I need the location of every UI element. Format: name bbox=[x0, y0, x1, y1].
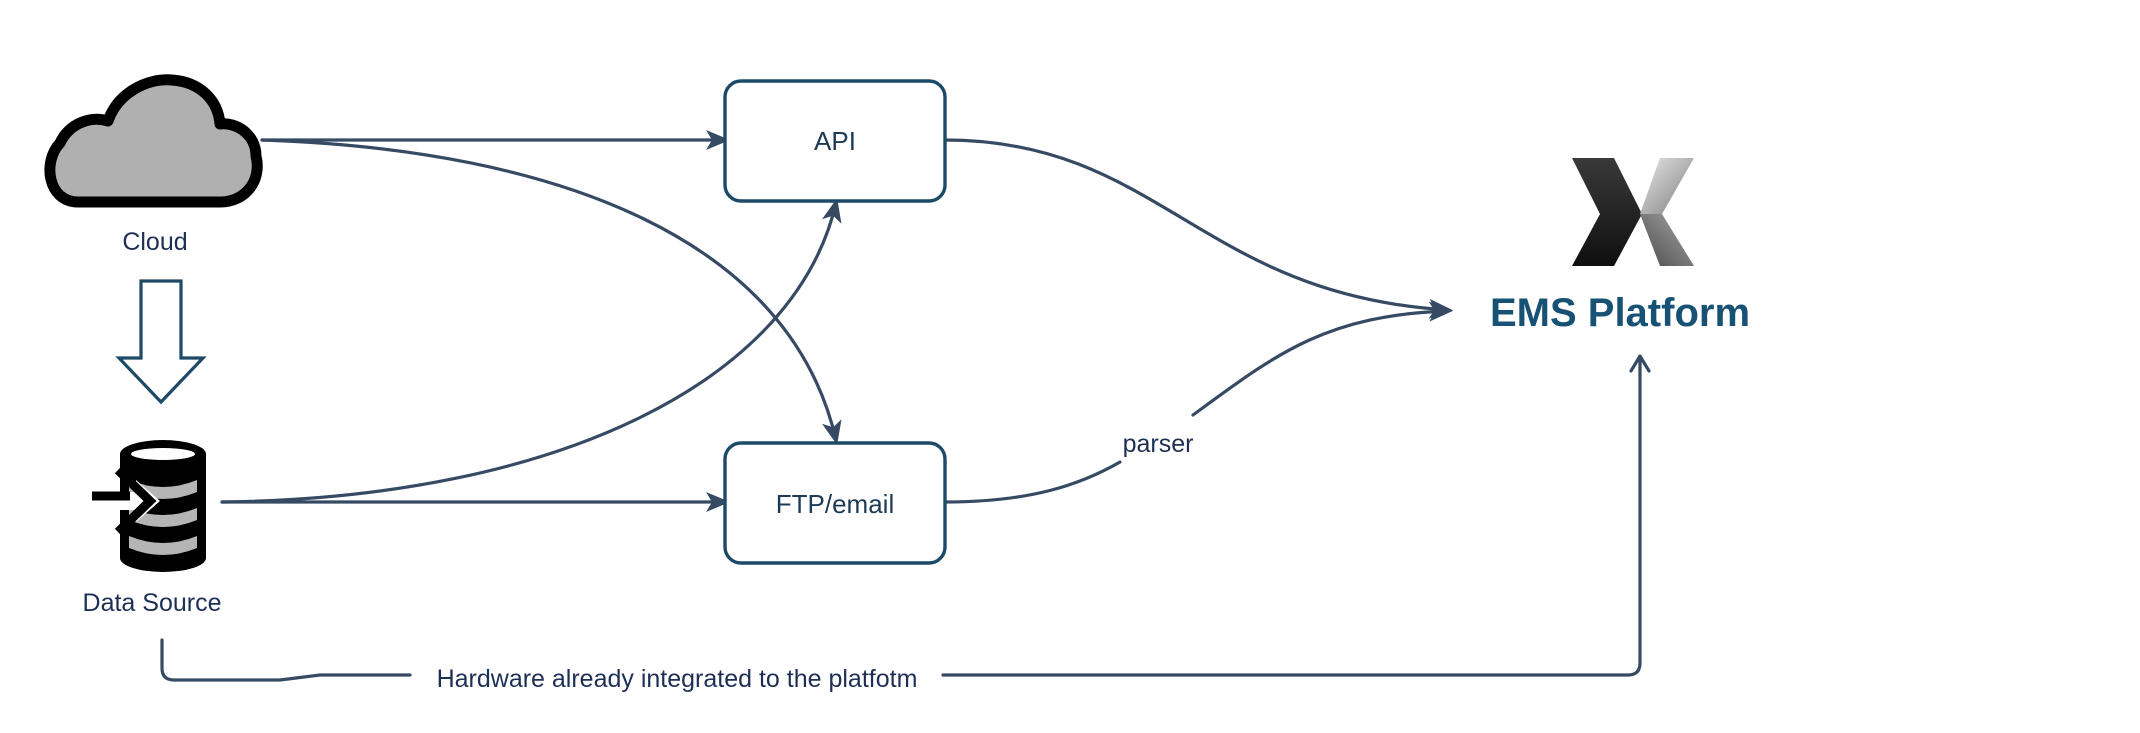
edge-datasource-to-ems-right bbox=[941, 354, 1651, 677]
ftp-email-node[interactable]: FTP/email bbox=[723, 441, 947, 565]
parser-label: parser bbox=[1123, 430, 1194, 458]
edge-ftp-to-ems bbox=[943, 460, 1122, 504]
cloud-icon bbox=[44, 74, 263, 208]
ems-platform-node[interactable]: EMS Platform bbox=[1490, 158, 1750, 335]
edge-ftp-to-ems-upper bbox=[1191, 301, 1453, 417]
edge-datasource-to-api bbox=[220, 198, 842, 504]
ftp-email-label: FTP/email bbox=[776, 489, 894, 519]
ems-logo bbox=[1572, 158, 1694, 266]
data-source-node[interactable]: Data Source bbox=[83, 440, 222, 617]
edge-cloud-to-ftp bbox=[260, 138, 842, 445]
data-source-label: Data Source bbox=[83, 589, 222, 617]
edge-datasource-to-ems bbox=[160, 638, 412, 682]
ems-platform-title: EMS Platform bbox=[1490, 291, 1750, 335]
api-label: API bbox=[814, 126, 856, 156]
edge-api-to-ems bbox=[943, 138, 1453, 319]
cloud-node[interactable]: Cloud bbox=[44, 74, 263, 256]
cloud-to-datasource-hollow-arrow-icon bbox=[115, 279, 207, 405]
cloud-label: Cloud bbox=[122, 228, 187, 256]
api-node[interactable]: API bbox=[723, 79, 947, 203]
hardware-label: Hardware already integrated to the platf… bbox=[437, 665, 918, 693]
api-box bbox=[723, 79, 947, 203]
database-import-icon bbox=[92, 440, 206, 572]
ftp-email-box bbox=[723, 441, 947, 565]
